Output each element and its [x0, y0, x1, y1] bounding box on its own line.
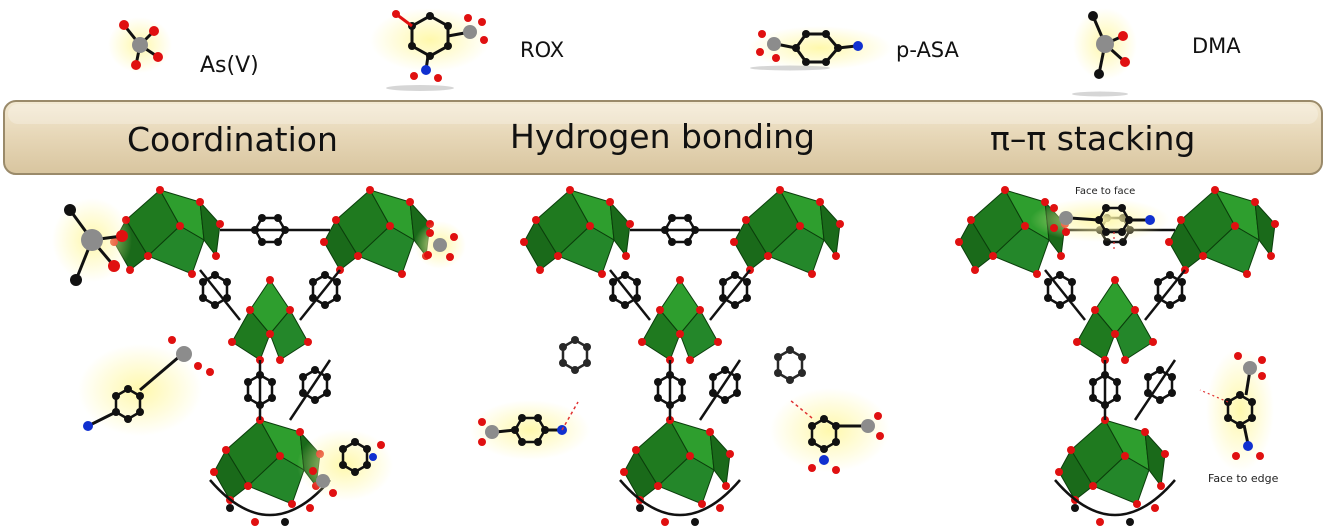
interaction-band: Coordination Hydrogen bonding π–π stacki… [3, 100, 1323, 175]
asv-adsorbate [414, 221, 466, 269]
asv-molecule-icon [108, 17, 172, 73]
rox-label: ROX [520, 38, 564, 62]
mof-fragment-hydrogen-bonding [520, 186, 844, 526]
shadow-streak [386, 85, 454, 91]
rox-molecule-icon [370, 8, 490, 82]
hydrogen-bonding-panel [470, 186, 890, 526]
shadow-streak [1072, 91, 1128, 97]
rox-stacked-adsorbate [1199, 348, 1274, 472]
dma-adsorbate [52, 198, 132, 286]
dma-label: DMA [1192, 34, 1241, 58]
coordination-panel [52, 186, 466, 526]
band-label-coordination: Coordination [127, 120, 338, 159]
pi-stacking-panel: Face to face Face to edge [955, 186, 1279, 526]
pasa-molecule-icon [748, 26, 892, 70]
pasa-label: p-ASA [896, 38, 960, 62]
asv-label: As(V) [200, 53, 259, 78]
rox-adsorbate [297, 429, 393, 501]
pasa-adsorbate [78, 336, 214, 436]
shadow-streak [750, 65, 830, 71]
annotation-face-to-face: Face to face [1075, 186, 1135, 197]
pasa-stacked-adsorbate [1030, 198, 1170, 250]
legend-row: As(V) ROX [108, 8, 1241, 97]
pasa-hbond-adsorbate [470, 400, 590, 460]
band-background [3, 100, 1323, 175]
band-label-pi-stacking: π–π stacking [990, 119, 1195, 158]
annotation-face-to-edge: Face to edge [1208, 472, 1279, 485]
dma-molecule-icon [1073, 8, 1137, 80]
rox-hbond-adsorbate [770, 388, 890, 474]
band-label-hydrogen-bonding: Hydrogen bonding [510, 117, 815, 156]
